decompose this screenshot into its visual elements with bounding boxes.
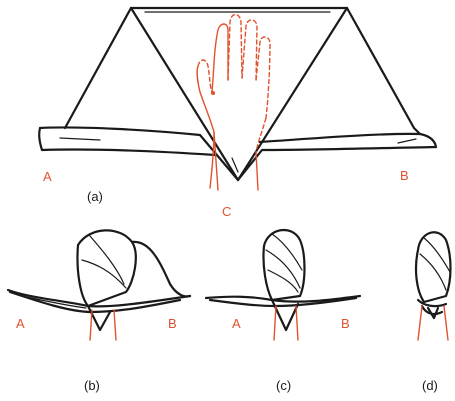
end-label-b-c: B: [341, 316, 350, 331]
end-label-a-c: A: [232, 316, 241, 331]
panel-a-caption: (a): [87, 189, 103, 204]
panel-a: A B C (a): [38, 6, 438, 219]
wrist-line-right-d: [443, 305, 449, 341]
hand-outline: [196, 13, 271, 191]
end-label-b-b: B: [168, 316, 177, 331]
wrist-line-right-b: [113, 309, 117, 341]
bandage-flat-triangle: [38, 6, 438, 182]
corner-label-b: B: [400, 168, 409, 183]
panel-c: A B (c): [204, 229, 362, 393]
wrist-line-left-b: [89, 309, 93, 341]
panel-d: (d): [414, 231, 452, 393]
corner-label-c: C: [222, 204, 231, 219]
wrist-line-left-d: [417, 305, 423, 341]
bandage-wrap-b: [6, 229, 192, 332]
panel-c-caption: (c): [276, 378, 291, 393]
panel-d-caption: (d): [422, 378, 438, 393]
panel-b: A B (b): [6, 229, 192, 393]
bandage-wrap-c: [204, 229, 362, 332]
corner-label-a: A: [43, 169, 52, 184]
wrist-line-right-c: [295, 305, 299, 341]
wrist-line-left-c: [273, 305, 277, 341]
panel-b-caption: (b): [84, 378, 100, 393]
end-label-a-b: A: [16, 316, 25, 331]
bandage-wrap-d: [414, 231, 452, 320]
